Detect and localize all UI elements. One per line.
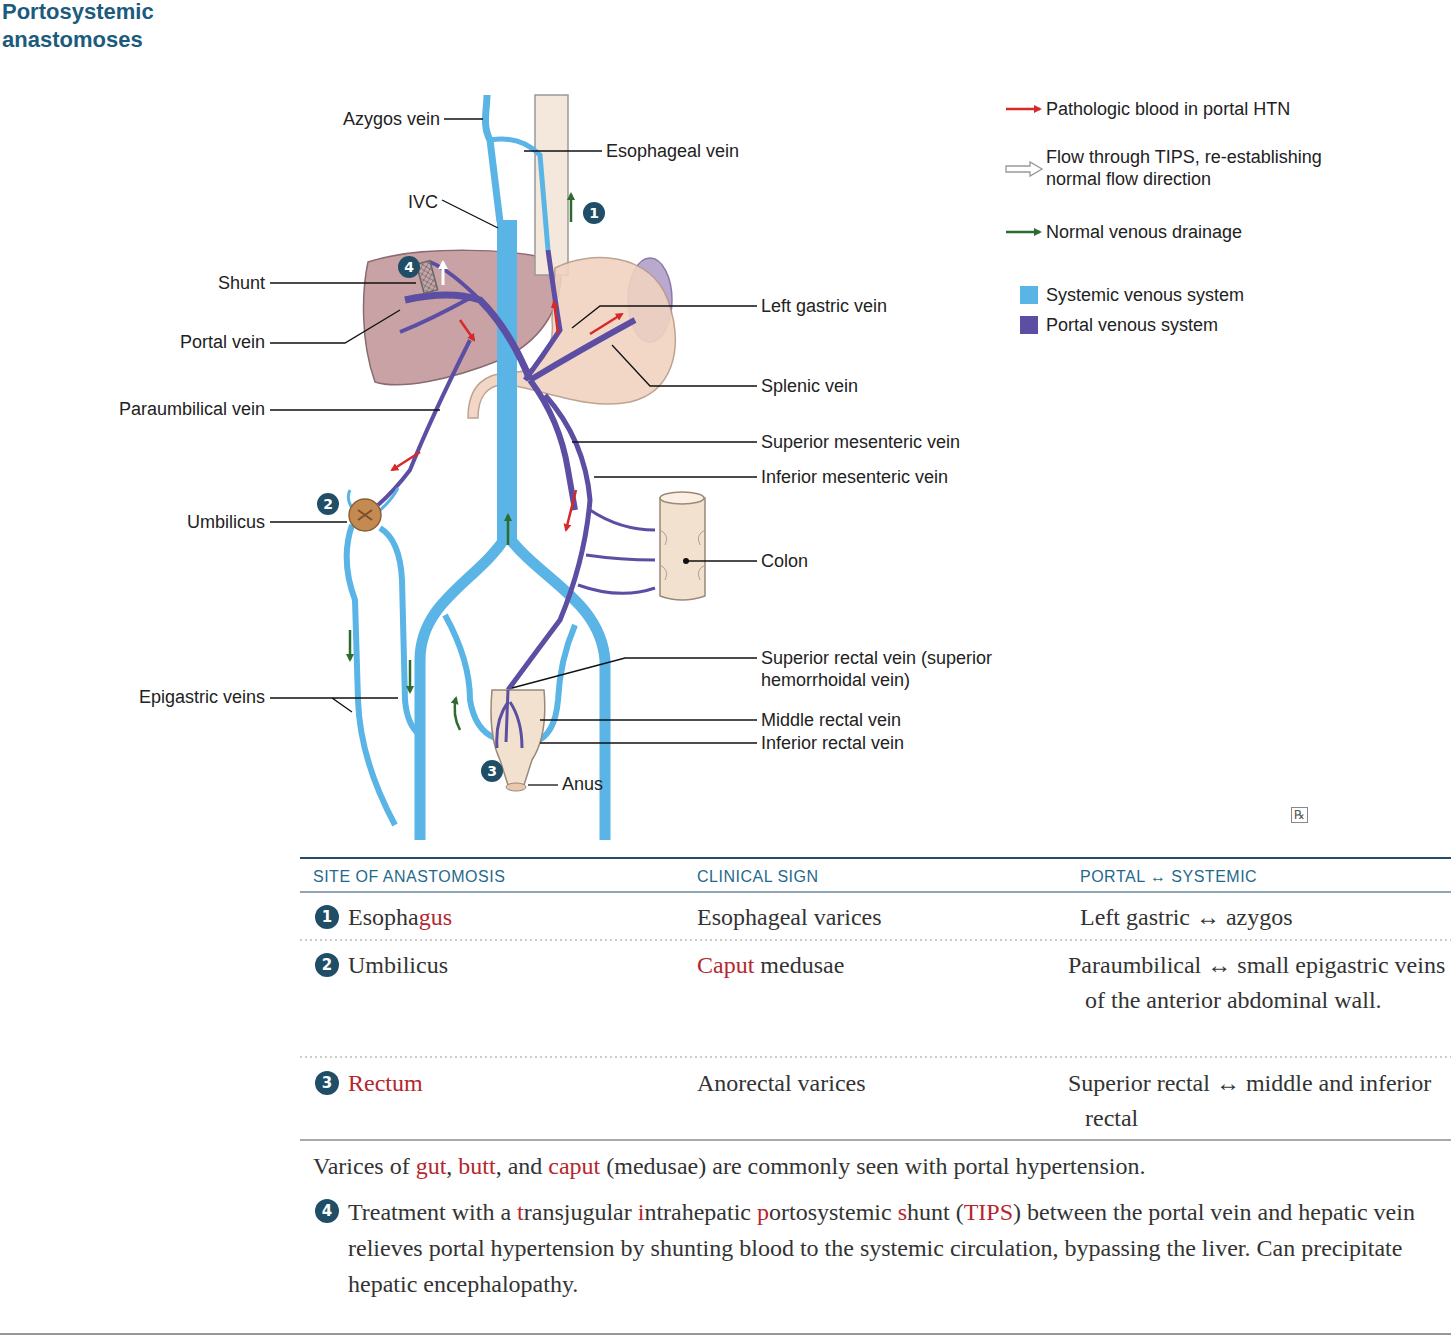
vein-label: Left gastric vein (761, 295, 887, 317)
vein-label: Inferior mesenteric vein (761, 466, 948, 488)
highlight: t (517, 1199, 524, 1225)
part-label: Shunt (218, 272, 265, 294)
callout-number: 3 (322, 1074, 332, 1092)
callout-circle: 2 (317, 493, 339, 515)
callout-circle: 3 (315, 1071, 339, 1095)
legend-text: Flow through TIPS, re-establishing norma… (1046, 146, 1336, 190)
note-text: Treatment with a transjugular intrahepat… (348, 1194, 1436, 1302)
highlight: i (638, 1199, 645, 1225)
table-header: PORTAL ↔ SYSTEMIC (1080, 866, 1257, 888)
legend-text: Pathologic blood in portal HTN (1046, 98, 1290, 120)
callout-number: 2 (323, 496, 333, 512)
table-header: CLINICAL SIGN (697, 866, 819, 888)
table-cell: Esophageal varices (697, 900, 882, 935)
callout-number: 4 (404, 259, 414, 275)
highlight: butt (458, 1153, 495, 1179)
table-cell: Anorectal varices (697, 1066, 866, 1101)
callout-number: 4 (322, 1202, 332, 1220)
highlight: p (757, 1199, 769, 1225)
highlight: gut (416, 1153, 447, 1179)
table-cell: Rectum (348, 1066, 423, 1101)
callout-number: 3 (487, 763, 497, 779)
callout-circle: 1 (583, 202, 605, 224)
vein-label: Inferior rectal vein (761, 732, 904, 754)
callout-circle: 4 (398, 256, 420, 278)
table-cell: Left gastric ↔ azygos (1080, 900, 1440, 935)
callout-circle: 4 (315, 1199, 339, 1223)
highlight: s (898, 1199, 907, 1225)
vein-label: Superior mesenteric vein (761, 431, 960, 453)
vessel-label: IVC (408, 191, 438, 213)
callout-number: 2 (322, 956, 332, 974)
vein-label: Portal vein (180, 331, 265, 353)
legend-swatch (1020, 316, 1038, 334)
part-label: Umbilicus (187, 511, 265, 533)
callout-number: 1 (322, 908, 332, 926)
callout-circle: 1 (315, 905, 339, 929)
watermark: ℞ (1291, 807, 1308, 823)
vein-label: Splenic vein (761, 375, 858, 397)
part-label: Colon (761, 550, 808, 572)
callout-number: 1 (589, 205, 599, 221)
note-text: Varices of gut, butt, and caput (medusae… (313, 1148, 1443, 1184)
part-label: Anus (562, 773, 603, 795)
highlight: Rectum (348, 1070, 423, 1096)
table-cell: Paraumbilical ↔ small epigastric veins o… (1068, 948, 1447, 1018)
legend-swatch (1020, 286, 1038, 304)
table-header: SITE OF ANASTOMOSIS (313, 866, 505, 888)
vein-label: Paraumbilical vein (119, 398, 265, 420)
leader-lines (270, 119, 757, 785)
table-cell: Caput medusae (697, 948, 844, 983)
page-title: Portosystemic anastomoses (2, 0, 202, 54)
vein-label: Superior rectal vein (superior hemorrhoi… (761, 647, 1016, 691)
vein-label: Middle rectal vein (761, 709, 901, 731)
table-cell: Esophagus (348, 900, 452, 935)
highlight: Caput (697, 952, 754, 978)
vein-label: Esophageal vein (606, 140, 739, 162)
table-cell: Umbilicus (348, 948, 448, 983)
callout-circle: 2 (315, 953, 339, 977)
legend-text: Systemic venous system (1046, 284, 1244, 306)
callout-circle: 3 (481, 760, 503, 782)
highlight: caput (548, 1153, 600, 1179)
table-cell: Superior rectal ↔ middle and inferior re… (1068, 1066, 1447, 1136)
highlight: gus (419, 904, 452, 930)
highlight: TIPS (964, 1199, 1013, 1225)
vein-label: Epigastric veins (139, 686, 265, 708)
legend-text: Normal venous drainage (1046, 221, 1242, 243)
legend-text: Portal venous system (1046, 314, 1218, 336)
vein-label: Azygos vein (343, 108, 440, 130)
